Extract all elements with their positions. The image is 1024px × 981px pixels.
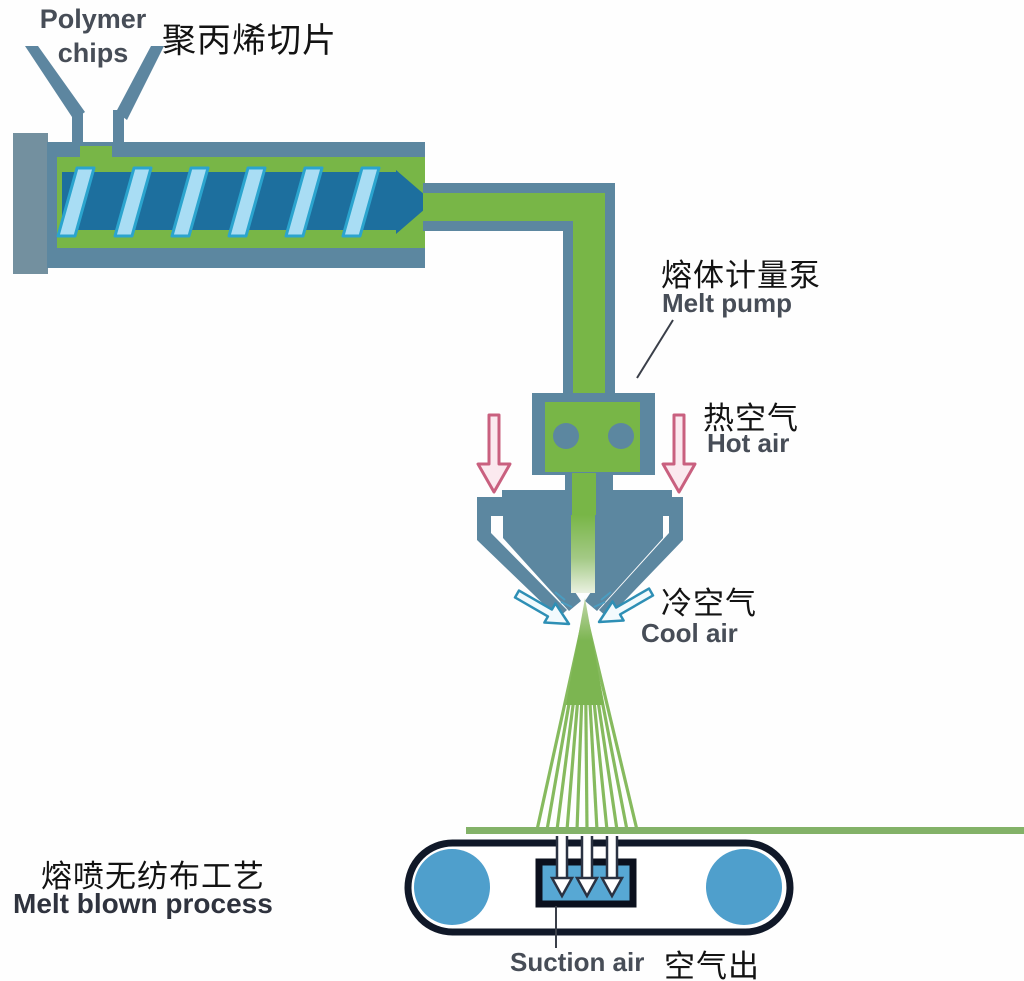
polymer-chips-label-cn: 聚丙烯切片 [162,22,337,60]
cool-air-arrow-icons [513,587,655,626]
hot-air-label-cn: 热空气 [703,401,799,436]
melt-pump-label-en: Melt pump [662,288,792,318]
fiber-spray-icon [535,598,639,831]
spinneret-die-icon [477,473,683,618]
suction-air-label-en: Suction air [510,947,645,977]
air-out-label-cn: 空气出 [664,949,760,981]
hopper-icon [25,46,164,152]
roller-right-icon [706,849,782,925]
spray-ticks [554,591,612,608]
melt-pump-label-cn: 熔体计量泵 [661,258,821,293]
process-title-cn: 熔喷无纺布工艺 [41,859,265,894]
melt-channel [571,515,595,593]
melt-pipe-icon [423,183,615,405]
extruder-screw-icon [56,166,434,238]
suction-box-icon [535,836,637,948]
polymer-chips-label-en: Polymer chips [39,4,147,69]
process-title-en: Melt blown process [13,888,273,919]
melt-pump-leader-line [636,319,674,379]
screw-flights [56,166,381,238]
hot-air-label-en: Hot air [707,428,790,458]
extruder-icon [13,133,434,274]
web-line [466,827,1024,834]
roller-left-icon [414,849,490,925]
suction-arrow-icons [549,836,625,899]
cool-air-label-en: Cool air [641,618,738,648]
cool-air-label-cn: 冷空气 [661,586,757,621]
hot-air-arrow-icons [476,413,697,494]
